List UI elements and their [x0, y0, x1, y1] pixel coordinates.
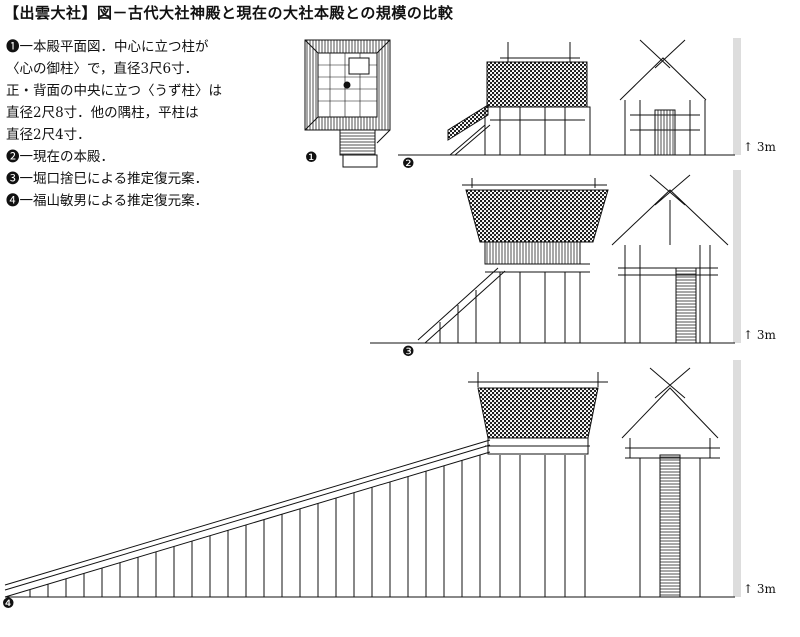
- figure-number-2: ❷: [402, 156, 415, 172]
- scale-strip-2: [733, 38, 741, 155]
- scale-text: 3m: [756, 328, 776, 342]
- legend-line: 直径2尺4寸．: [6, 127, 91, 143]
- figure-number-4: ❹: [2, 596, 15, 612]
- legend-text: ❶一本殿平面図．中心に立つ柱が 〈心の御柱〉で，直径3尺6寸． 正・背面の中央に…: [6, 36, 222, 212]
- elevation-drawing-4: [4, 367, 720, 598]
- legend-line: 直径2尺8寸．他の隅柱，平柱は: [6, 105, 199, 121]
- elevation-drawing-3: [417, 174, 729, 344]
- scale-label-3: ↑ 3m: [743, 328, 776, 342]
- legend-line: ❸一堀口捨巳による推定復元案．: [6, 171, 209, 187]
- legend-line: ❶一本殿平面図．中心に立つ柱が: [6, 39, 209, 55]
- scale-label-4: ↑ 3m: [743, 582, 776, 596]
- scale-strip-3: [733, 170, 741, 343]
- figure-number-1: ❶: [305, 150, 318, 166]
- elevation-drawing-2: [447, 39, 707, 156]
- scale-strip-4: [733, 360, 741, 597]
- scale-text: 3m: [756, 140, 776, 154]
- page-title: 【出雲大社】図－古代大社神殿と現在の大社本殿との規模の比較: [4, 4, 454, 22]
- plan-drawing-1: [304, 39, 391, 168]
- legend-line: ❷一現在の本殿．: [6, 149, 114, 165]
- legend-line: 〈心の御柱〉で，直径3尺6寸．: [6, 61, 199, 77]
- scale-label-2: ↑ 3m: [743, 140, 776, 154]
- legend-line: ❹一福山敏男による推定復元案．: [6, 193, 209, 209]
- scale-text: 3m: [756, 582, 776, 596]
- figure-number-3: ❸: [402, 344, 415, 360]
- legend-line: 正・背面の中央に立つ〈うず柱〉は: [6, 83, 222, 99]
